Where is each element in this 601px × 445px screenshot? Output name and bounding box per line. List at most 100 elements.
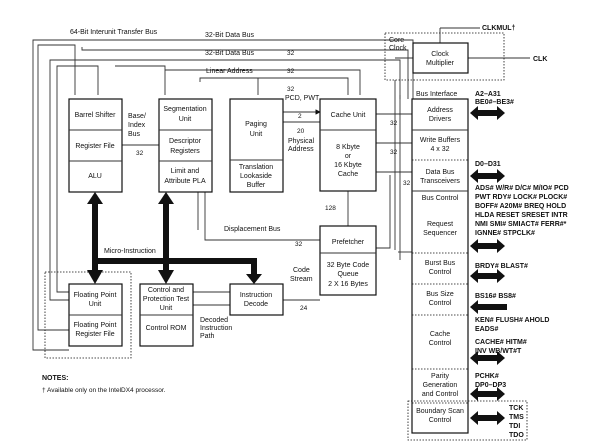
svg-text:Bus: Bus (128, 131, 141, 138)
boundary-scan-region (407, 400, 528, 441)
svg-text:DP0–DP3: DP0–DP3 (475, 382, 506, 389)
svg-text:Paging: Paging (245, 121, 267, 128)
svg-text:TCK: TCK (509, 405, 523, 412)
svg-text:Decode: Decode (244, 301, 268, 308)
svg-text:Sequencer: Sequencer (423, 230, 458, 237)
svg-text:Registers: Registers (170, 148, 200, 155)
svg-text:Unit: Unit (89, 301, 102, 308)
svg-text:32: 32 (390, 120, 398, 127)
data-bus-label-1: 32-Bit Data Bus (205, 32, 255, 39)
data-bus-label-2: 32-Bit Data Bus (205, 50, 255, 57)
svg-text:Boundary Scan: Boundary Scan (416, 408, 464, 415)
svg-text:Floating Point: Floating Point (74, 322, 117, 329)
interunit-bus-label: 64-Bit Interunit Transfer Bus (70, 29, 158, 36)
svg-text:Unit: Unit (179, 116, 192, 123)
note-1: † Available only on the IntelDX4 process… (42, 387, 166, 394)
svg-text:BS16# BS8#: BS16# BS8# (475, 293, 516, 300)
displacement-bus-label: Displacement Bus (224, 226, 281, 233)
bus-interface-label: Bus Interface (416, 91, 457, 98)
svg-text:Limit and: Limit and (171, 168, 200, 175)
svg-text:Cache Unit: Cache Unit (331, 112, 366, 119)
svg-text:Segmentation: Segmentation (163, 106, 206, 113)
segmentation-unit: Segmentation Unit Descriptor Registers L… (158, 98, 213, 193)
clk-signal: CLK (533, 56, 547, 63)
svg-text:EADS#: EADS# (475, 326, 498, 333)
svg-text:and Control: and Control (422, 391, 459, 398)
svg-text:D0–D31: D0–D31 (475, 161, 501, 168)
svg-text:Clock: Clock (431, 51, 449, 58)
svg-text:4 x 32: 4 x 32 (430, 146, 449, 153)
pin-signal-labels: A2–A31 BE0#–BE3# D0–D31 ADS# W/R# D/C# M… (475, 91, 569, 439)
clkmul-signal: CLKMUL† (482, 25, 516, 32)
decoded-instruction-path-label: Decoded (200, 317, 228, 324)
svg-text:Multiplier: Multiplier (426, 60, 455, 67)
svg-text:Control and: Control and (148, 287, 184, 294)
clock-multiplier: Clock Multiplier (412, 42, 469, 74)
svg-text:8 Kbyte: 8 Kbyte (336, 144, 360, 151)
svg-text:Parity: Parity (431, 373, 449, 380)
bus-lines (32, 27, 530, 351)
svg-text:Data Bus: Data Bus (426, 169, 455, 176)
svg-text:Cache: Cache (338, 171, 358, 178)
svg-text:Register File: Register File (75, 331, 114, 338)
svg-text:Control: Control (429, 340, 452, 347)
svg-text:32: 32 (287, 50, 295, 57)
svg-text:Path: Path (200, 333, 215, 340)
svg-text:Lookaside: Lookaside (240, 173, 272, 180)
svg-text:128: 128 (325, 205, 336, 212)
svg-text:BOFF# A20M# BREQ HOLD: BOFF# A20M# BREQ HOLD (475, 203, 566, 210)
svg-text:PCHK#: PCHK# (475, 373, 499, 380)
svg-text:Prefetcher: Prefetcher (332, 239, 365, 246)
svg-text:Queue: Queue (337, 271, 358, 278)
svg-text:16 Kbyte: 16 Kbyte (334, 162, 362, 169)
svg-text:Attribute PLA: Attribute PLA (164, 178, 206, 185)
core-clock-label: Core (389, 37, 404, 44)
svg-text:32: 32 (287, 86, 295, 93)
prefetcher: Prefetcher 32 Byte Code Queue 2 X 16 Byt… (319, 225, 377, 296)
svg-text:Address: Address (427, 107, 453, 114)
svg-text:Address: Address (288, 146, 314, 153)
svg-text:TDO: TDO (509, 432, 524, 439)
svg-text:Bus Size: Bus Size (426, 291, 454, 298)
svg-text:PWT RDY# LOCK# PLOCK#: PWT RDY# LOCK# PLOCK# (475, 194, 567, 201)
svg-text:32: 32 (295, 241, 303, 248)
svg-text:Index: Index (128, 122, 146, 129)
svg-text:32 Byte Code: 32 Byte Code (327, 262, 370, 269)
bus-interface-unit: Address Drivers Write Buffers 4 x 32 Dat… (411, 98, 469, 434)
linear-address-label: Linear Address (206, 68, 253, 75)
svg-text:Transceivers: Transceivers (420, 178, 460, 185)
svg-text:20: 20 (297, 128, 305, 135)
svg-text:IGNNE# STPCLK#: IGNNE# STPCLK# (475, 230, 535, 237)
control-unit: Control and Protection Test Unit Control… (139, 283, 194, 347)
svg-text:Unit: Unit (250, 131, 263, 138)
svg-text:HLDA RESET SRESET INTR: HLDA RESET SRESET INTR (475, 212, 568, 219)
svg-text:Drivers: Drivers (429, 116, 452, 123)
svg-text:32: 32 (287, 68, 295, 75)
svg-text:Instruction: Instruction (240, 292, 272, 299)
base-index-bus-label: Base/ (128, 113, 146, 120)
svg-text:ALU: ALU (88, 173, 102, 180)
fpu-region (44, 271, 132, 359)
svg-text:A2–A31: A2–A31 (475, 91, 501, 98)
svg-text:ADS# W/R# D/C# M/IO# PCD: ADS# W/R# D/C# M/IO# PCD (475, 185, 569, 192)
external-pin-arrows (470, 106, 507, 425)
svg-text:Write Buffers: Write Buffers (420, 137, 461, 144)
integer-unit: Barrel Shifter Register File ALU (68, 98, 123, 193)
svg-text:Cache: Cache (430, 331, 450, 338)
instruction-decode: Instruction Decode (229, 283, 284, 316)
floating-point-unit: Floating Point Unit Floating Point Regis… (68, 283, 123, 347)
svg-text:Instruction: Instruction (200, 325, 232, 332)
svg-text:BRDY# BLAST#: BRDY# BLAST# (475, 263, 528, 270)
svg-text:Burst Bus: Burst Bus (425, 260, 456, 267)
svg-text:BE0#–BE3#: BE0#–BE3# (475, 99, 514, 106)
svg-text:Buffer: Buffer (247, 182, 266, 189)
svg-text:Control: Control (429, 417, 452, 424)
svg-text:CACHE# HITM#: CACHE# HITM# (475, 339, 527, 346)
svg-text:24: 24 (300, 305, 308, 312)
paging-unit: Paging Unit Translation Lookaside Buffer (229, 98, 284, 193)
svg-text:2 X 16 Bytes: 2 X 16 Bytes (328, 281, 368, 288)
svg-text:2: 2 (298, 113, 302, 120)
svg-text:Control ROM: Control ROM (146, 325, 187, 332)
